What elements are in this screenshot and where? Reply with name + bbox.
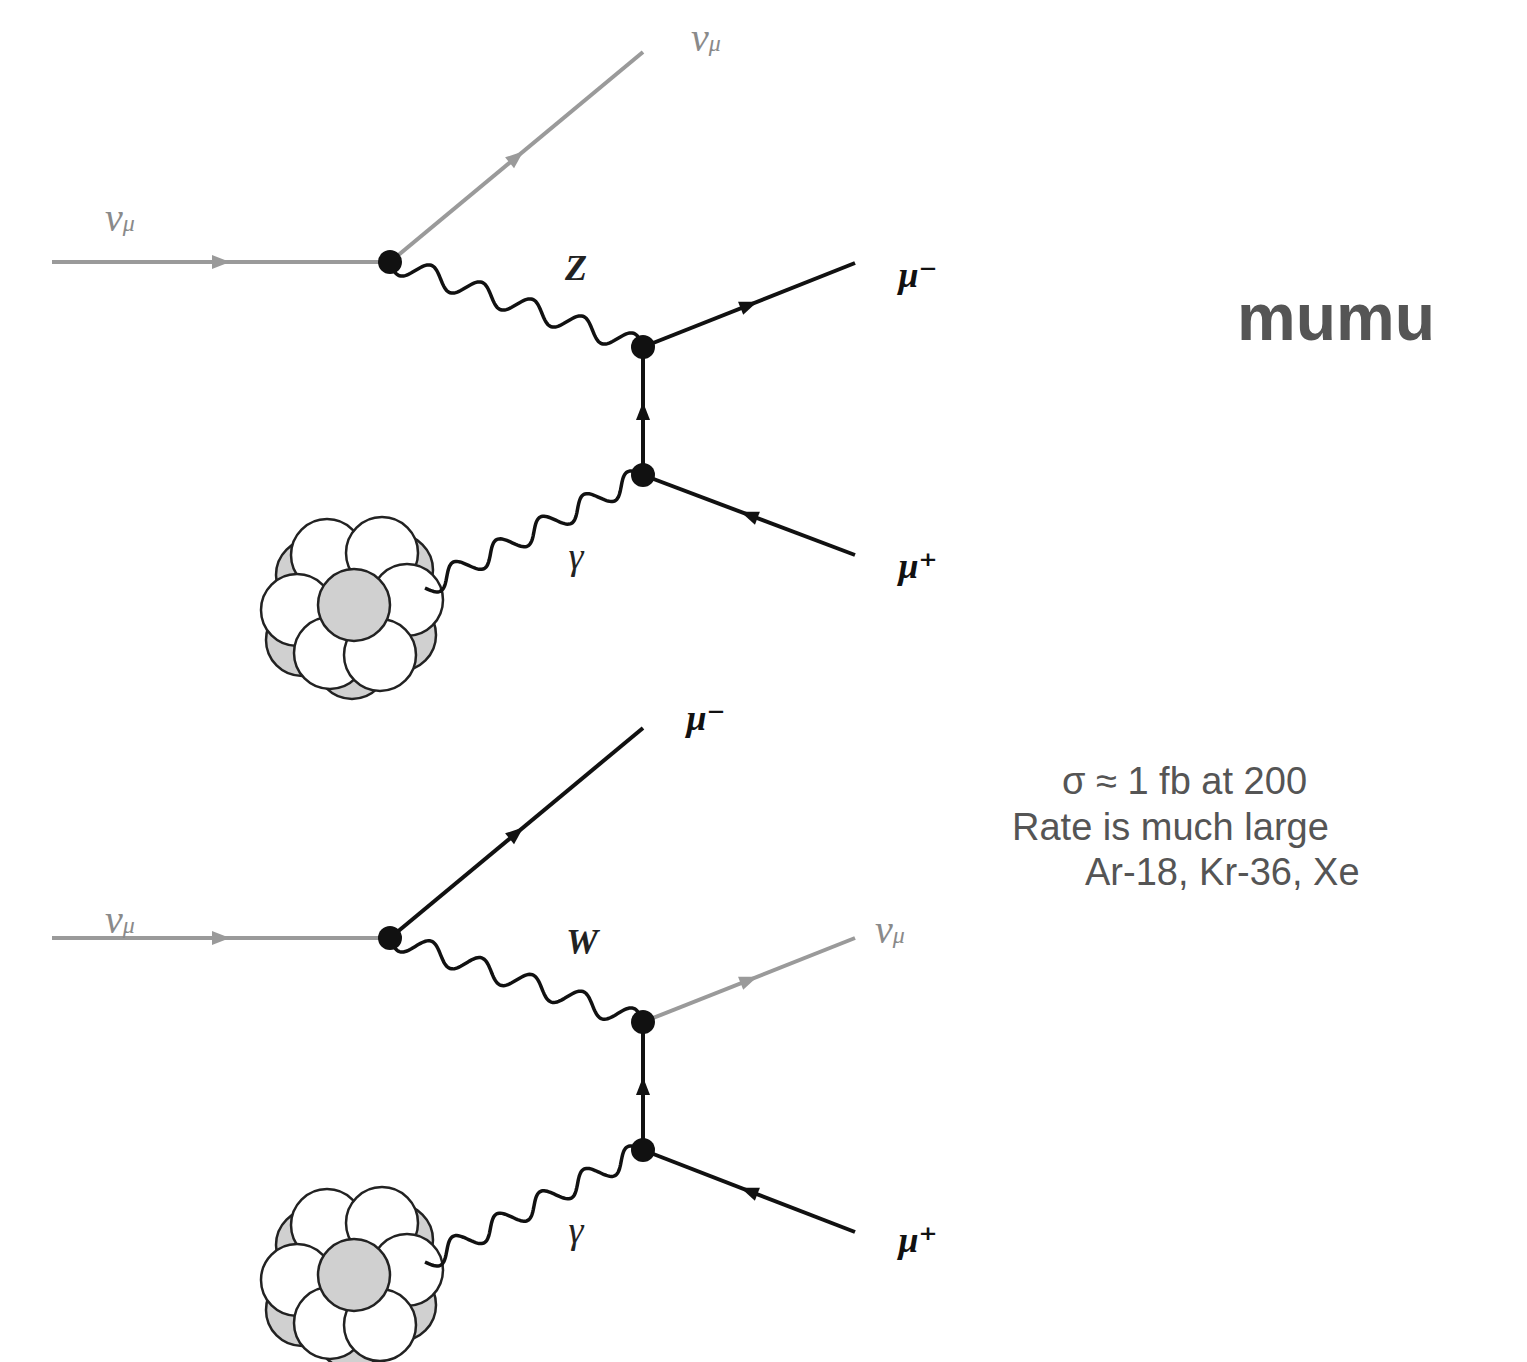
vertex-dot bbox=[378, 250, 402, 274]
fermion-arrow bbox=[636, 402, 650, 420]
antimuon-line bbox=[643, 475, 855, 555]
particle-label: νμ bbox=[875, 910, 905, 950]
muon-line bbox=[390, 728, 643, 938]
muon-line bbox=[643, 263, 855, 347]
particle-label: νμ bbox=[105, 198, 135, 238]
fermion-arrow bbox=[212, 931, 230, 945]
slide-title: mumu bbox=[1237, 284, 1435, 350]
note-text: Rate is much large bbox=[1012, 808, 1329, 846]
vertex-dot bbox=[631, 463, 655, 487]
fermion-arrow bbox=[738, 970, 760, 990]
note-text: Ar-18, Kr-36, Xe bbox=[1085, 853, 1360, 891]
w-diagram bbox=[52, 728, 855, 1362]
fermion-arrow bbox=[738, 295, 760, 315]
antimuon-line bbox=[643, 1150, 855, 1232]
photon bbox=[425, 471, 643, 592]
particle-label: μ⁻ bbox=[898, 257, 937, 293]
particle-label: μ⁻ bbox=[686, 700, 725, 736]
vertex-dot bbox=[631, 1138, 655, 1162]
particle-label: νμ bbox=[105, 900, 135, 940]
boson-label: W bbox=[566, 924, 598, 960]
nucleon bbox=[318, 1239, 390, 1311]
boson-label: Z bbox=[565, 250, 587, 286]
fermion-arrow bbox=[636, 1077, 650, 1095]
z-boson bbox=[390, 262, 643, 347]
fermion-arrow bbox=[738, 1181, 760, 1201]
particle-label: μ⁺ bbox=[898, 548, 937, 584]
photon-label: γ bbox=[569, 537, 584, 575]
vertex-dot bbox=[631, 335, 655, 359]
particle-label: νμ bbox=[691, 18, 721, 58]
z-diagram bbox=[52, 52, 855, 699]
fermion-arrow bbox=[505, 822, 528, 844]
vertex-dot bbox=[378, 926, 402, 950]
w-boson bbox=[390, 938, 643, 1022]
fermion-arrow bbox=[738, 505, 760, 524]
neutrino-line bbox=[643, 938, 855, 1022]
note-text: σ ≈ 1 fb at 200 bbox=[1062, 762, 1307, 800]
photon-label: γ bbox=[569, 1211, 584, 1249]
photon bbox=[425, 1146, 643, 1266]
vertex-dot bbox=[631, 1010, 655, 1034]
neutrino-line bbox=[390, 52, 643, 262]
fermion-arrow bbox=[505, 146, 528, 168]
particle-label: μ⁺ bbox=[898, 1222, 937, 1258]
fermion-arrow bbox=[212, 255, 230, 269]
nucleon bbox=[318, 569, 390, 641]
